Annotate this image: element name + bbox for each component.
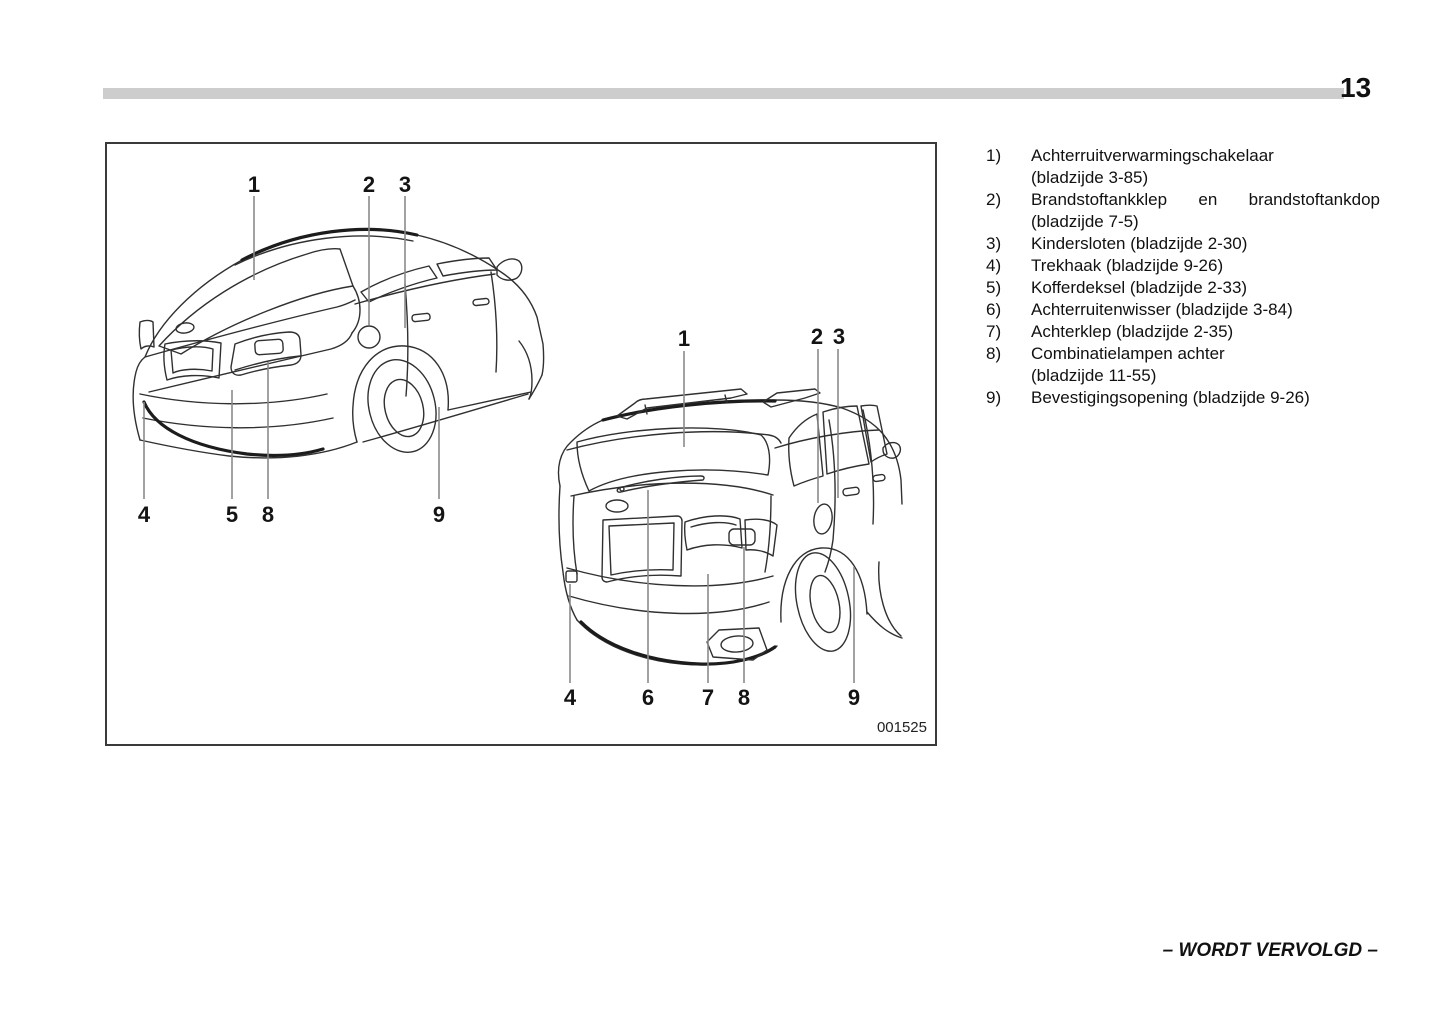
figure-box: 1 2 3 4 5 8 9 1 2 3 4 6 7 8 9 001525 bbox=[105, 142, 937, 746]
figure-code: 001525 bbox=[877, 719, 927, 736]
legend-item-number: 8) bbox=[986, 344, 1002, 363]
legend-item-text: Kindersloten (bladzijde 2-30) bbox=[1031, 233, 1380, 255]
wagon-callout-9: 9 bbox=[848, 685, 860, 710]
legend-item-line: Trekhaak (bladzijde 9-26) bbox=[1031, 256, 1224, 275]
sedan-callout-2: 2 bbox=[363, 172, 375, 197]
legend-list: 1) Achterruitverwarmingschakelaar (bladz… bbox=[986, 145, 1380, 409]
legend-item-number: 2) bbox=[986, 190, 1002, 209]
legend-item-1: 1) Achterruitverwarmingschakelaar (bladz… bbox=[986, 145, 1380, 189]
sedan-callout-4: 4 bbox=[138, 502, 151, 527]
wagon-rear-drawing bbox=[557, 388, 903, 666]
legend-item-text: Bevestigingsopening (bladzijde 9-26) bbox=[1031, 387, 1380, 409]
wagon-callout-7: 7 bbox=[702, 685, 714, 710]
legend-item-text: Trekhaak (bladzijde 9-26) bbox=[1031, 255, 1380, 277]
legend-item-number: 3) bbox=[986, 234, 1002, 253]
legend-item-text: Brandstoftankklep en brandstoftankdop (b… bbox=[1031, 189, 1380, 233]
legend-item-3: 3) Kindersloten (bladzijde 2-30) bbox=[986, 233, 1380, 255]
page-number: 13 bbox=[1340, 72, 1372, 103]
sedan-rear-drawing bbox=[132, 227, 545, 459]
legend-item-line: (bladzijde 3-85) bbox=[1031, 168, 1149, 187]
legend-item-2: 2) Brandstoftankklep en brandstoftankdop… bbox=[986, 189, 1380, 233]
wagon-callout-8: 8 bbox=[738, 685, 750, 710]
wagon-callout-3: 3 bbox=[833, 324, 845, 349]
legend-item-line: Bevestigingsopening (bladzijde 9-26) bbox=[1031, 388, 1310, 407]
wagon-callout-1: 1 bbox=[678, 326, 690, 351]
legend-item-line: Achterklep (bladzijde 2-35) bbox=[1031, 322, 1234, 341]
legend-item-number: 7) bbox=[986, 322, 1002, 341]
header-rule bbox=[103, 88, 1344, 99]
legend-item-line: (bladzijde 7-5) bbox=[1031, 212, 1139, 231]
legend-item-text: Kofferdeksel (bladzijde 2-33) bbox=[1031, 277, 1380, 299]
legend-item-line: (bladzijde 11-55) bbox=[1031, 366, 1157, 385]
legend-item-line: Achterruitverwarmingschakelaar bbox=[1031, 146, 1274, 165]
legend-item-6: 6) Achterruitenwisser (bladzijde 3-84) bbox=[986, 299, 1380, 321]
wagon-callout-4: 4 bbox=[564, 685, 577, 710]
leader-lines bbox=[143, 196, 855, 683]
legend-item-9: 9) Bevestigingsopening (bladzijde 9-26) bbox=[986, 387, 1380, 409]
legend-item-5: 5) Kofferdeksel (bladzijde 2-33) bbox=[986, 277, 1380, 299]
legend-item-number: 9) bbox=[986, 388, 1002, 407]
legend-item-number: 6) bbox=[986, 300, 1002, 319]
vehicle-diagram: 1 2 3 4 5 8 9 1 2 3 4 6 7 8 9 001525 bbox=[132, 172, 927, 736]
legend-item-line: Achterruitenwisser (bladzijde 3-84) bbox=[1031, 300, 1293, 319]
legend-item-number: 4) bbox=[986, 256, 1002, 275]
sedan-callout-1: 1 bbox=[248, 172, 260, 197]
legend-item-text: Combinatielampen achter (bladzijde 11-55… bbox=[1031, 343, 1380, 387]
legend-item-number: 5) bbox=[986, 278, 1002, 297]
legend-item-4: 4) Trekhaak (bladzijde 9-26) bbox=[986, 255, 1380, 277]
legend-item-line: Brandstoftankklep en brandstoftankdop bbox=[1031, 190, 1380, 209]
legend-item-line: Kindersloten (bladzijde 2-30) bbox=[1031, 234, 1248, 253]
legend-item-line: Combinatielampen achter bbox=[1031, 344, 1225, 363]
legend-item-text: Achterruitenwisser (bladzijde 3-84) bbox=[1031, 299, 1380, 321]
wagon-callout-6: 6 bbox=[642, 685, 654, 710]
legend-item-8: 8) Combinatielampen achter (bladzijde 11… bbox=[986, 343, 1380, 387]
legend-item-number: 1) bbox=[986, 146, 1002, 165]
continued-note: – WORDT VERVOLGD – bbox=[1162, 940, 1378, 961]
sedan-callout-5: 5 bbox=[226, 502, 238, 527]
legend-item-text: Achterruitverwarmingschakelaar (bladzijd… bbox=[1031, 145, 1380, 189]
sedan-callout-3: 3 bbox=[399, 172, 411, 197]
wagon-callout-2: 2 bbox=[811, 324, 823, 349]
sedan-callout-8: 8 bbox=[262, 502, 274, 527]
legend-item-line: Kofferdeksel (bladzijde 2-33) bbox=[1031, 278, 1248, 297]
legend-item-text: Achterklep (bladzijde 2-35) bbox=[1031, 321, 1380, 343]
sedan-callout-9: 9 bbox=[433, 502, 445, 527]
legend-item-7: 7) Achterklep (bladzijde 2-35) bbox=[986, 321, 1380, 343]
